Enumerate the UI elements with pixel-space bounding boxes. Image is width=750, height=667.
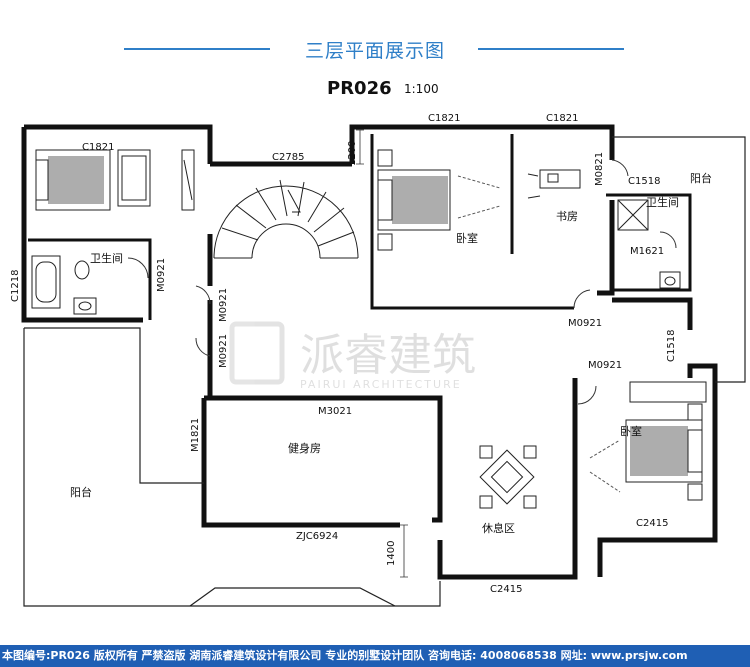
lounge-table-icon [479, 445, 537, 509]
walls [21, 124, 718, 580]
bed-se-icon [589, 381, 707, 501]
room-bathroom-east: 卫生间 [646, 195, 679, 209]
plan-scale: 1:100 [404, 82, 439, 96]
title-rule-left [124, 48, 270, 50]
label-m0921-hall-a: M0921 [218, 288, 229, 322]
label-c1518-side: C1518 [666, 330, 677, 362]
label-m3021: M3021 [318, 406, 352, 417]
label-c1821-bed: C1821 [428, 113, 460, 124]
label-m0821: M0821 [594, 152, 605, 186]
label-m1621: M1621 [630, 246, 664, 257]
label-c2415-bottom: C2415 [490, 584, 522, 595]
label-c1821-nw: C1821 [82, 142, 114, 153]
balcony-outlines [23, 136, 746, 607]
shower-icon [617, 199, 681, 289]
room-gym: 健身房 [288, 441, 321, 455]
spiral-stair [213, 179, 359, 259]
watermark-en: PAIRUI ARCHITECTURE [300, 378, 462, 391]
watermark-cn: 派睿建筑 [300, 330, 476, 381]
plan-code: PR026 [327, 78, 392, 99]
room-study: 书房 [556, 210, 578, 223]
study-desk-icon [527, 169, 581, 199]
label-m0921-hall-b: M0921 [218, 334, 229, 368]
dimension-lines [356, 129, 408, 578]
bathtub-icon [31, 255, 97, 315]
label-m1821: M1821 [190, 418, 201, 452]
room-bedroom-se: 卧室 [620, 424, 642, 438]
label-m0921-se: M0921 [588, 360, 622, 371]
floor-plan: 派睿建筑 PAIRUI ARCHITECTURE [10, 113, 746, 607]
label-m0921-bath: M0921 [156, 258, 167, 292]
room-bathroom-nw: 卫生间 [90, 251, 123, 265]
label-c2785: C2785 [272, 152, 304, 163]
label-c1821-study: C1821 [546, 113, 578, 124]
footer-banner: 本图编号:PR026 版权所有 严禁盗版 湖南派睿建筑设计有限公司 专业的别墅设… [0, 645, 750, 667]
label-dim-1200: 1200 [347, 141, 358, 166]
watermark: 派睿建筑 PAIRUI ARCHITECTURE [229, 321, 476, 391]
title-rule-right [478, 48, 624, 50]
label-zjc6924: ZJC6924 [296, 531, 338, 542]
label-c1518-top: C1518 [628, 176, 660, 187]
room-lounge: 休息区 [482, 521, 515, 535]
room-bedroom-north: 卧室 [456, 231, 478, 245]
room-balcony-left: 阳台 [70, 485, 92, 499]
footer-text: 本图编号:PR026 版权所有 严禁盗版 湖南派睿建筑设计有限公司 专业的别墅设… [2, 649, 688, 662]
page-title: 三层平面展示图 [304, 40, 445, 62]
label-m0921-bed: M0921 [568, 318, 602, 329]
bed-north-icon [377, 149, 501, 251]
room-balcony-ne: 阳台 [690, 171, 712, 185]
door-swings [127, 159, 677, 405]
label-dim-1400: 1400 [386, 541, 397, 566]
label-c1218: C1218 [10, 270, 21, 302]
label-c2415-se: C2415 [636, 518, 668, 529]
bed-nw-icon [35, 149, 195, 211]
